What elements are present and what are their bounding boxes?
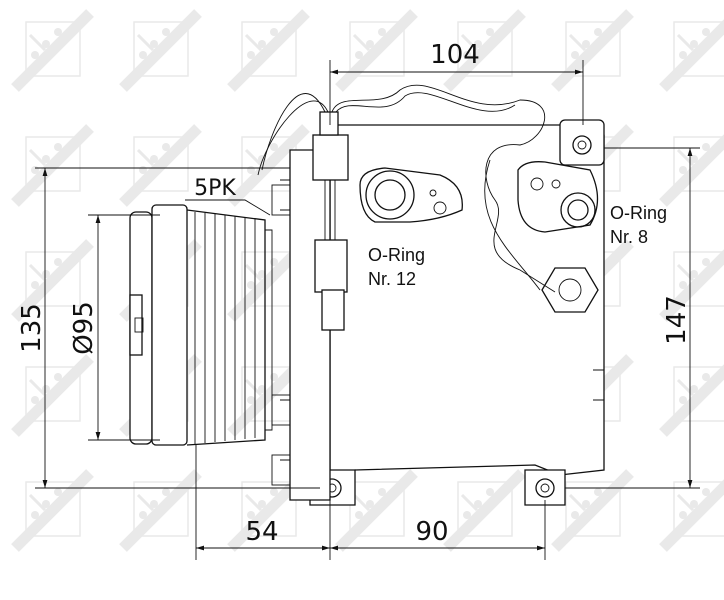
watermark-logo — [551, 9, 634, 92]
dim-mount-spacing: 90 — [415, 517, 448, 547]
compressor-body — [257, 84, 605, 506]
oring-12-number: Nr. 12 — [368, 269, 416, 289]
watermark-logo — [443, 9, 526, 92]
oring-8-number: Nr. 8 — [610, 227, 648, 247]
watermark-logo — [11, 354, 94, 437]
oring-8-label: O-Ring — [610, 203, 667, 223]
watermark-logo — [11, 239, 94, 322]
watermark-logo — [659, 134, 724, 207]
watermark-logo — [11, 124, 94, 207]
watermark-logo — [335, 9, 418, 92]
oring-12-label: O-Ring — [368, 245, 425, 265]
watermark-logo — [227, 9, 310, 92]
dim-pulley-offset: 54 — [245, 517, 278, 547]
pulley — [129, 204, 273, 446]
dim-height-left: 135 — [17, 303, 47, 353]
dim-top-width: 104 — [430, 40, 480, 70]
watermark-logo — [119, 469, 202, 552]
watermark-logo — [659, 19, 724, 92]
dimension-lines — [35, 60, 700, 560]
watermark-logo — [119, 9, 202, 92]
watermark-logo — [659, 364, 724, 437]
watermark-logo — [11, 469, 94, 552]
belt-label: 5PK — [194, 176, 236, 201]
watermark-logo — [119, 124, 202, 207]
watermark-logo — [11, 9, 94, 92]
watermark-logo — [335, 469, 418, 552]
dim-pulley-diameter: Ø95 — [69, 301, 99, 355]
watermark-logo — [443, 469, 526, 552]
dim-height-right: 147 — [662, 295, 692, 345]
watermark-logo — [551, 469, 634, 552]
watermark-logo — [659, 479, 724, 552]
